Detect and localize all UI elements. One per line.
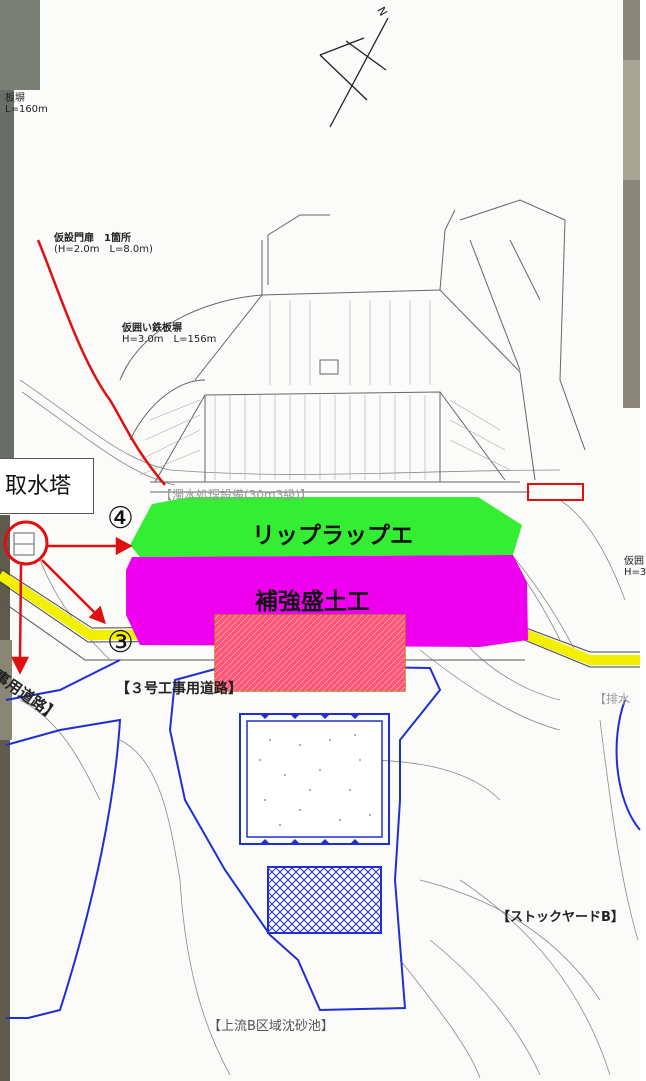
gate-marker [527, 483, 584, 501]
fence-a-label: 板塀 L=160m [5, 93, 48, 115]
reinforced-fill-label: 補強盛土工 [255, 589, 370, 615]
north-arrow-icon [319, 17, 389, 128]
drain-label: 【排水 [594, 692, 631, 706]
temporary-fence-line [36, 239, 166, 486]
riprap-label: リップラップエ [252, 523, 413, 549]
arrows [10, 536, 133, 675]
marker-3: ③ [107, 625, 134, 660]
highlight-hatch [215, 615, 405, 691]
fence-b-label: 仮囲い鉄板塀 H=3.0m L=156m [122, 323, 217, 345]
intake-tower-icon [13, 532, 35, 556]
crosshatch-block [267, 866, 382, 934]
sand-basin-label: 【上流B区域沈砂池】 [208, 1019, 334, 1034]
intake-tower-circle [3, 520, 49, 566]
water-treatment-label: 【濁水処理設備(30m3級)】 [160, 488, 312, 502]
photo-backdrop-left [0, 0, 40, 1081]
stockyard-label: 【ストックヤードB】 [497, 910, 624, 925]
intake-tower-label: 取水塔 [0, 458, 94, 514]
stockyard-boundary [5, 659, 641, 1019]
right-edge-label: 仮囲 H=3 [624, 556, 646, 578]
gate-label: 仮設門扉 1箇所 (H=2.0m L=8.0m) [54, 233, 153, 255]
road-3-label: 【３号工事用道路】 [116, 681, 242, 697]
dam-structure [119, 199, 586, 493]
photo-backdrop-right [623, 0, 640, 408]
dam-hatching [139, 300, 511, 480]
settling-pond [239, 713, 390, 845]
marker-4: ④ [107, 501, 134, 536]
riprap-zone [130, 497, 522, 557]
